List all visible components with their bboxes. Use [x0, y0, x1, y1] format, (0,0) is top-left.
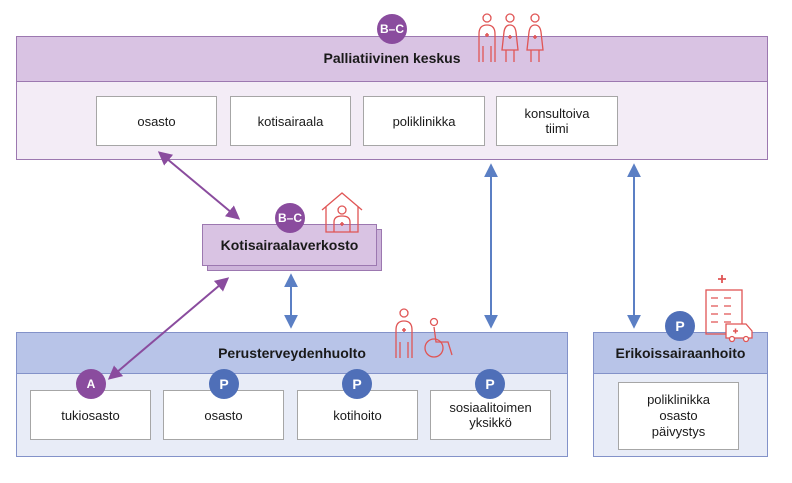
pv-badge-tukiosasto: A [76, 369, 106, 399]
pal-unit-kotisairaala: kotisairaala [230, 96, 351, 146]
doctor-icon [395, 308, 413, 358]
wheelchair-icon [424, 317, 453, 358]
arrow-osasto-koti [157, 151, 241, 220]
home-hospital-network-title: Kotisairaalaverkosto [220, 237, 359, 253]
pv-badge-sosiaalitoimi: P [475, 369, 505, 399]
nurse-icon [526, 13, 544, 62]
palliative-center-badge: B–C [377, 14, 407, 44]
palliative-center-title: Palliatiivinen keskus [323, 50, 461, 66]
pal-unit-konsultoiva-tiimi: konsultoiva tiimi [496, 96, 618, 146]
pal-unit-poliklinikka: poliklinikka [363, 96, 485, 146]
home-hospital-network-box: Kotisairaalaverkosto [202, 224, 377, 266]
specialist-care-badge: P [665, 311, 695, 341]
specialist-care-unit: poliklinikka osasto päivystys [618, 382, 739, 450]
ambulance-icon [725, 323, 753, 343]
doctor-icon [478, 13, 496, 62]
primary-care-title: Perusterveydenhuolto [218, 345, 366, 361]
home-care-icon [321, 192, 363, 233]
arrow-koti-tukiosasto [107, 277, 230, 380]
pv-unit-sosiaalitoimen-yksikko: sosiaalitoimen yksikkö [430, 390, 551, 440]
pv-badge-kotihoito: P [342, 369, 372, 399]
nurse-icon [501, 13, 519, 62]
specialist-care-title: Erikoissairaanhoito [615, 345, 746, 361]
hospital-icon [705, 275, 743, 335]
pal-unit-osasto: osasto [96, 96, 217, 146]
home-hospital-badge: B–C [275, 203, 305, 233]
